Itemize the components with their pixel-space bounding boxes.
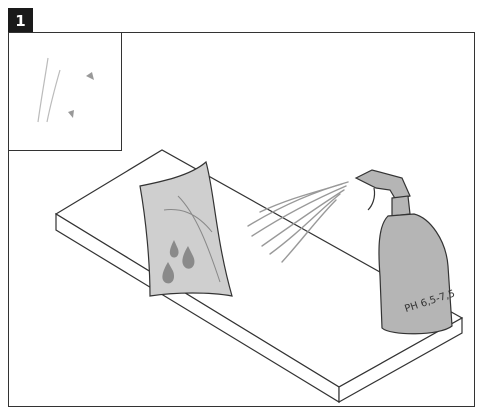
bottle-trigger <box>368 188 375 210</box>
step-number: 1 <box>15 12 25 30</box>
inset-frame <box>9 33 122 151</box>
bottle-body <box>379 214 452 334</box>
scratch-detail-icon <box>9 33 122 151</box>
bottle-neck <box>392 196 410 216</box>
step-badge: 1 <box>8 8 33 32</box>
bottle-trigger-head <box>356 170 410 200</box>
